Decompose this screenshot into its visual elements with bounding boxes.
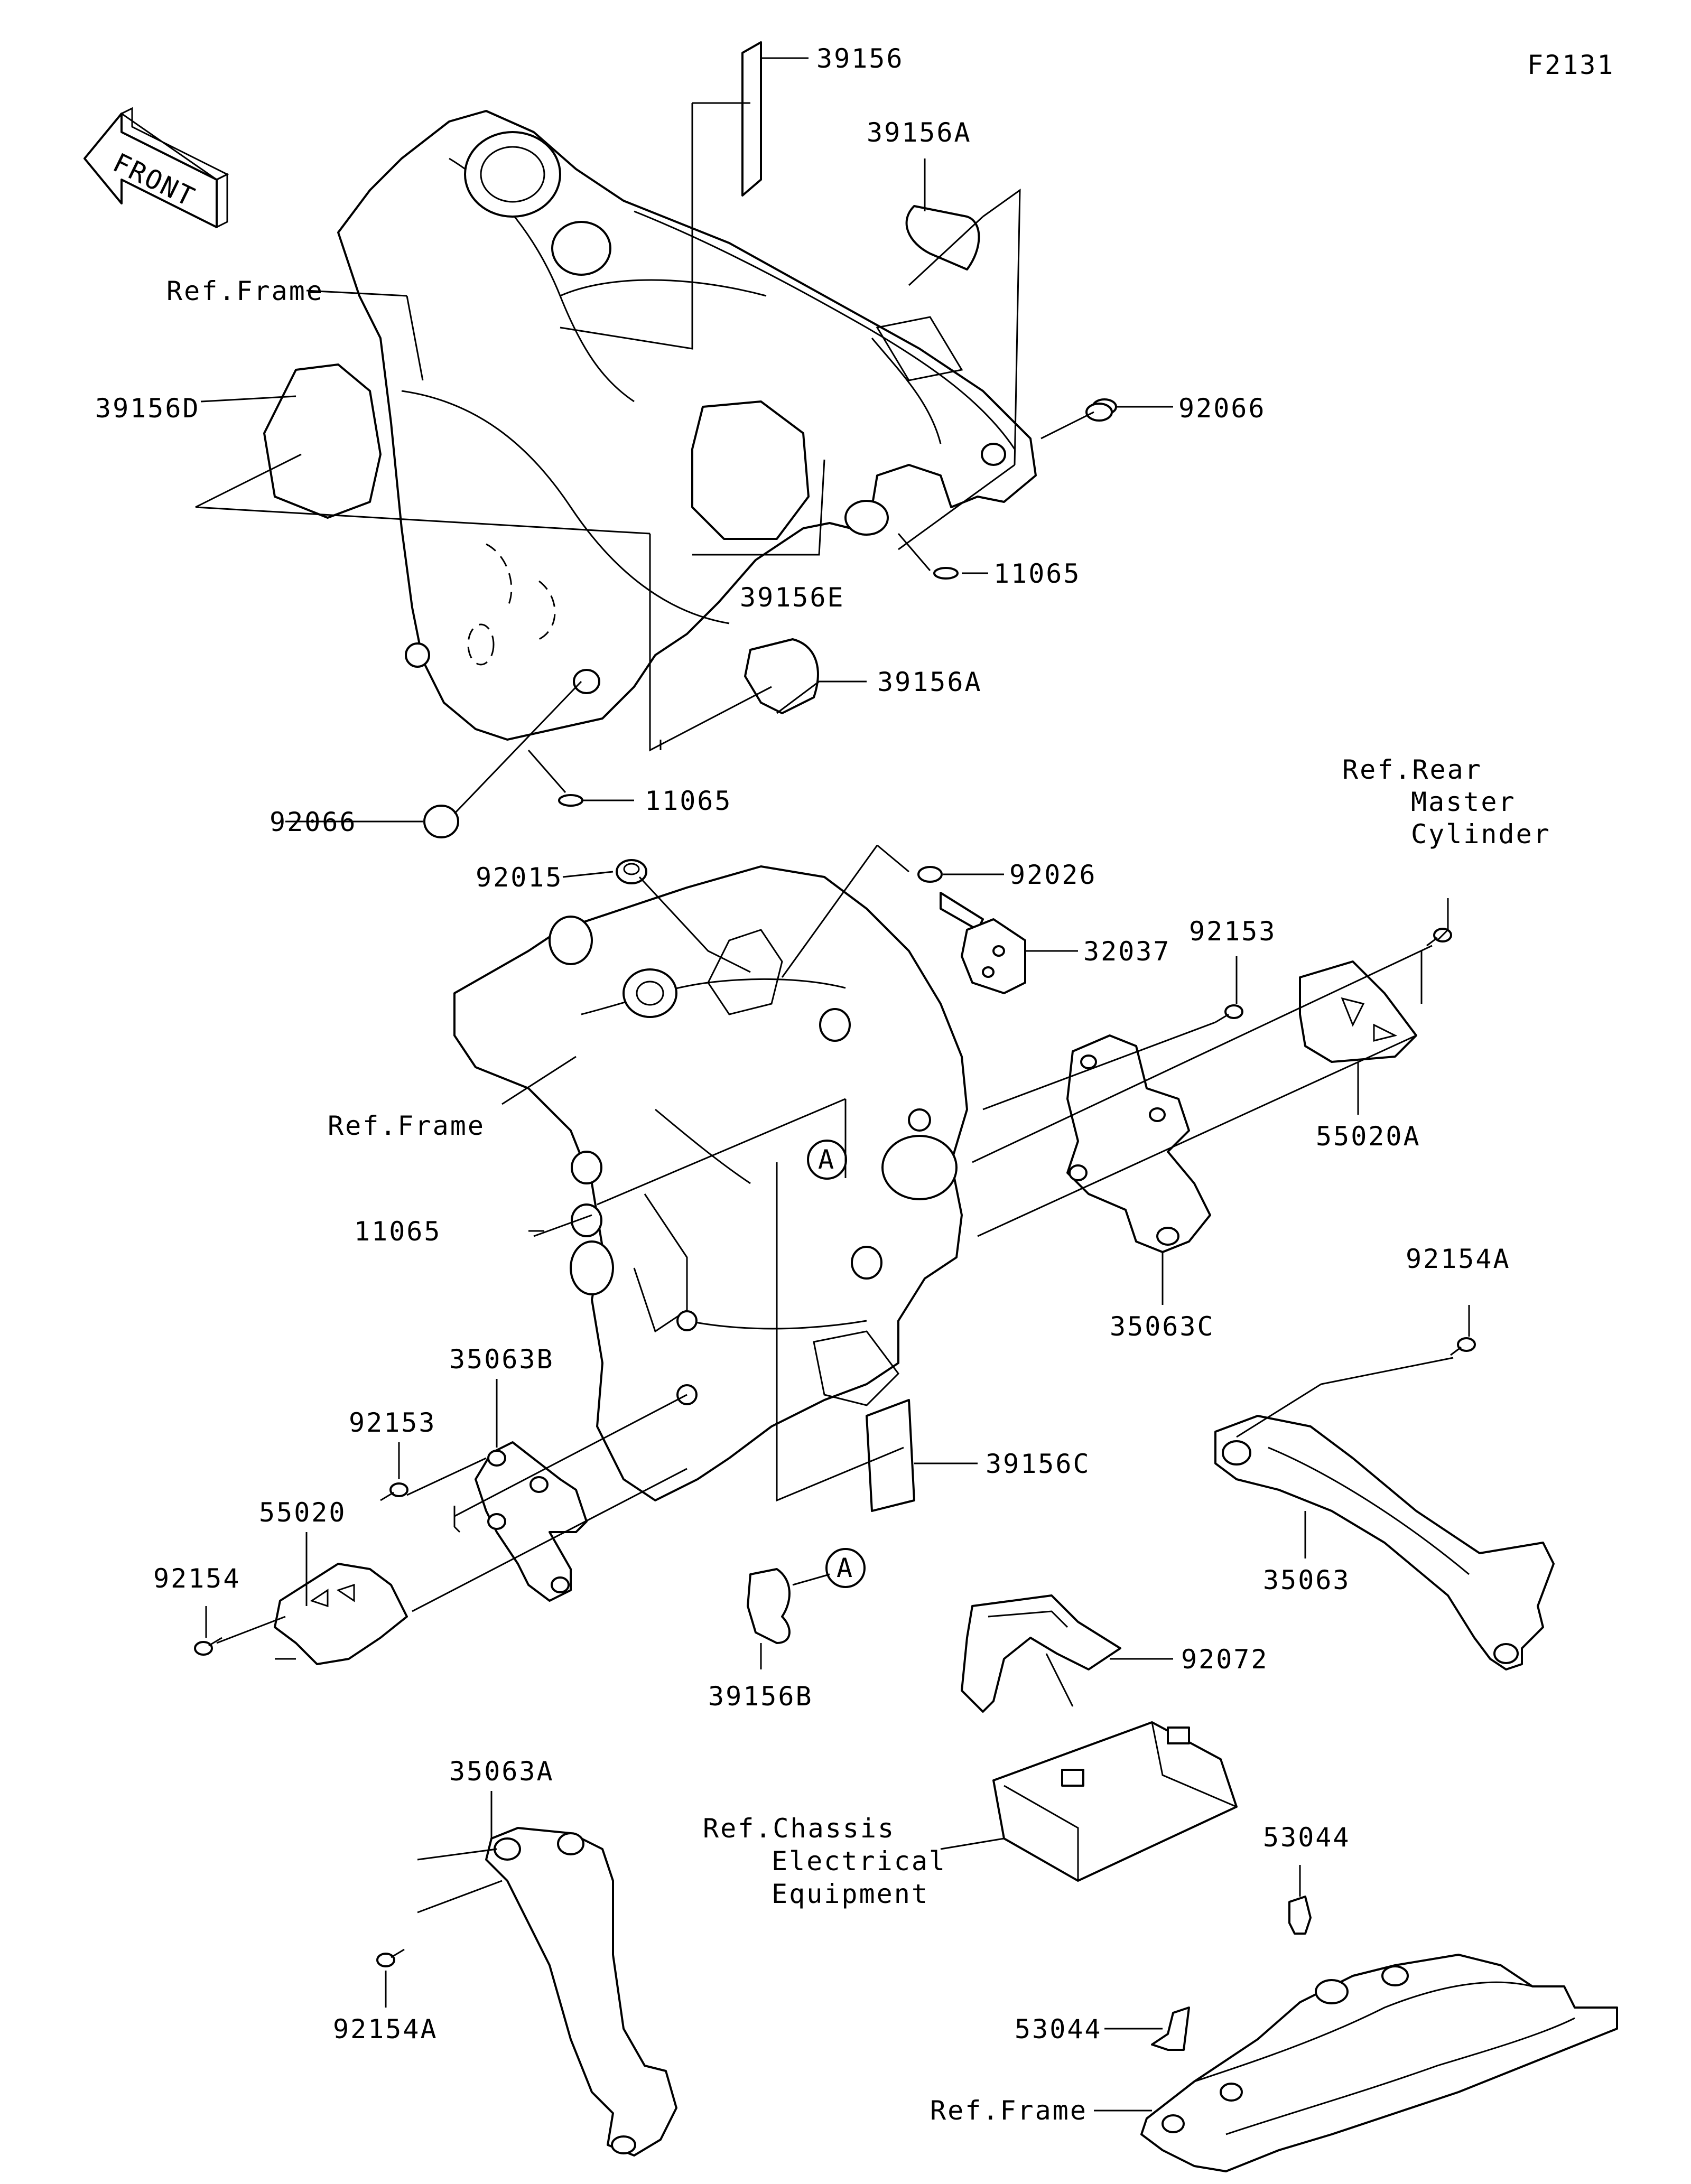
callout-a-lower: A bbox=[825, 1548, 866, 1588]
upper-leader-lines bbox=[195, 57, 1173, 823]
bolt-92154A-right bbox=[1450, 1337, 1476, 1356]
decal-39156A-mid bbox=[744, 638, 819, 714]
label-35063B: 35063B bbox=[449, 1344, 554, 1375]
cover-39156E bbox=[691, 400, 810, 540]
label-92154A-right: 92154A bbox=[1406, 1244, 1511, 1274]
clip-11065-top bbox=[933, 567, 959, 580]
clip-11065-mid bbox=[558, 794, 583, 807]
label-92072: 92072 bbox=[1181, 1644, 1269, 1675]
main-frame-illustration bbox=[453, 865, 968, 1501]
label-32037: 32037 bbox=[1083, 936, 1171, 967]
footrest-bracket-35063 bbox=[1214, 1415, 1555, 1670]
upper-frame-illustration bbox=[337, 110, 1037, 741]
grommet-92066-right bbox=[1085, 398, 1117, 422]
label-39156A-top: 39156A bbox=[867, 117, 972, 148]
label-39156E: 39156E bbox=[740, 582, 845, 613]
label-92066-right: 92066 bbox=[1178, 393, 1266, 424]
label-92154: 92154 bbox=[153, 1563, 241, 1594]
bracket-35063B bbox=[475, 1441, 588, 1602]
label-53044-top: 53044 bbox=[1263, 1822, 1351, 1853]
label-92153-right: 92153 bbox=[1189, 916, 1277, 947]
label-35063C: 35063C bbox=[1110, 1311, 1215, 1342]
washer-92026 bbox=[917, 866, 943, 883]
label-92154A-left: 92154A bbox=[333, 2014, 438, 2045]
svg-text:A: A bbox=[818, 1144, 835, 1175]
bolt-92153-left bbox=[380, 1482, 408, 1501]
label-39156C: 39156C bbox=[986, 1449, 1091, 1479]
label-53044-low: 53044 bbox=[1015, 2014, 1102, 2045]
clip-53044-low bbox=[1151, 2006, 1190, 2051]
label-92026: 92026 bbox=[1009, 860, 1097, 890]
decal-39156C bbox=[866, 1399, 915, 1512]
cover-39156D bbox=[263, 363, 382, 519]
label-ref-rear-master-1: Ref.Rear bbox=[1342, 754, 1482, 785]
decal-39156B bbox=[747, 1568, 791, 1644]
front-arrow-icon: FRONT bbox=[83, 107, 229, 229]
bolt-92153-right bbox=[1215, 1004, 1243, 1023]
heel-guard-55020 bbox=[274, 1563, 408, 1665]
bracket-35063C bbox=[1066, 1034, 1211, 1253]
bolt-92154 bbox=[194, 1637, 222, 1656]
svg-text:A: A bbox=[837, 1553, 854, 1583]
label-11065-low: 11065 bbox=[354, 1216, 442, 1247]
label-ref-frame-top: Ref.Frame bbox=[166, 276, 324, 306]
label-ref-chassis-3: Equipment bbox=[772, 1879, 929, 1909]
label-35063: 35063 bbox=[1263, 1565, 1351, 1595]
figure-code: F2131 bbox=[1527, 50, 1615, 80]
decal-39156 bbox=[741, 41, 762, 197]
rear-subframe-illustration bbox=[1140, 1954, 1618, 2172]
lower-leader-lines bbox=[205, 844, 1470, 2112]
callout-a-upper: A bbox=[807, 1140, 847, 1180]
label-55020A: 55020A bbox=[1316, 1121, 1421, 1152]
label-39156: 39156 bbox=[816, 43, 904, 74]
label-ref-frame-mid: Ref.Frame bbox=[328, 1110, 485, 1141]
label-ref-chassis-1: Ref.Chassis bbox=[703, 1813, 895, 1844]
footrest-bracket-35063A bbox=[485, 1827, 677, 2157]
plug-92066-left bbox=[423, 805, 459, 838]
label-ref-rear-master-2: Master bbox=[1411, 787, 1516, 817]
clip-53044-top bbox=[1288, 1896, 1312, 1935]
decal-39156A-top bbox=[905, 205, 980, 270]
label-92015: 92015 bbox=[476, 862, 563, 893]
fitting-32037 bbox=[940, 892, 1026, 994]
heel-guard-55020A bbox=[1299, 960, 1417, 1063]
battery-holder-92072 bbox=[961, 1594, 1121, 1713]
label-39156A-mid: 39156A bbox=[877, 667, 982, 697]
battery bbox=[992, 1721, 1238, 1882]
label-11065-mid: 11065 bbox=[645, 786, 732, 816]
label-11065-top: 11065 bbox=[993, 558, 1081, 589]
bolt-92154A-left bbox=[376, 1948, 405, 1967]
label-ref-rear-master-3: Cylinder bbox=[1411, 819, 1551, 850]
label-55020: 55020 bbox=[259, 1497, 347, 1528]
label-92066-left: 92066 bbox=[270, 807, 357, 837]
label-ref-chassis-2: Electrical bbox=[772, 1846, 946, 1877]
label-39156D: 39156D bbox=[95, 393, 200, 424]
label-39156B: 39156B bbox=[708, 1681, 813, 1712]
label-92153-left: 92153 bbox=[349, 1407, 436, 1438]
label-35063A: 35063A bbox=[449, 1756, 554, 1787]
label-ref-frame-low: Ref.Frame bbox=[930, 2095, 1088, 2126]
